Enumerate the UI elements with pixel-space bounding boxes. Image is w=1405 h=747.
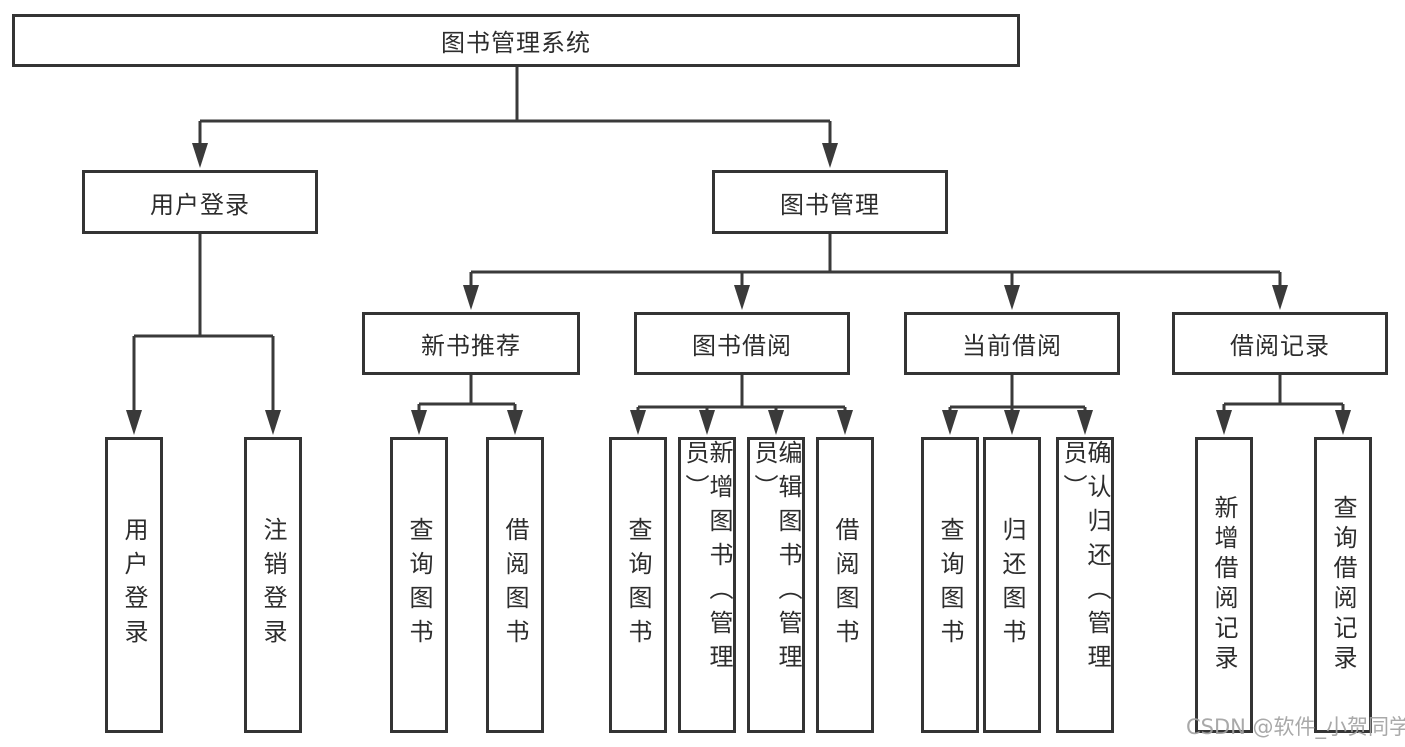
leaf-borrow-books-borrow-label: 借阅图书 (831, 517, 859, 653)
leaf-confirm-return-admin-label: 确认归还（管理员） (1059, 440, 1111, 678)
node-borrow-records-label: 借阅记录 (1230, 332, 1330, 360)
leaf-borrow-books-borrow: 借阅图书 (816, 437, 874, 733)
leaf-edit-book-admin: 编辑图书（管理员） (747, 437, 805, 733)
node-user-login: 用户登录 (82, 170, 318, 234)
node-root-label: 图书管理系统 (441, 29, 591, 57)
leaf-logout: 注销登录 (244, 437, 302, 733)
node-new-book-recommend-label: 新书推荐 (421, 332, 521, 360)
leaf-logout-label: 注销登录 (259, 517, 287, 653)
node-book-management-label: 图书管理 (780, 190, 880, 219)
leaf-user-login-label: 用户登录 (120, 517, 148, 653)
node-root: 图书管理系统 (12, 14, 1020, 67)
connector-new-book (417, 375, 517, 415)
leaf-borrow-books-recommend: 借阅图书 (486, 437, 544, 733)
connector-user-login (132, 234, 275, 415)
arrowheads (126, 143, 1351, 435)
node-current-borrow-label: 当前借阅 (962, 332, 1062, 360)
leaf-user-login: 用户登录 (105, 437, 163, 733)
watermark: CSDN @软件_小贺同学 (1186, 715, 1405, 739)
leaf-query-books-recommend-label: 查询图书 (405, 517, 433, 653)
leaf-add-borrow-record-label: 新增借阅记录 (1210, 495, 1238, 675)
connector-book-management (469, 234, 1282, 290)
node-borrow-records: 借阅记录 (1172, 312, 1388, 375)
leaf-add-borrow-record: 新增借阅记录 (1195, 437, 1253, 733)
node-book-borrow: 图书借阅 (634, 312, 850, 375)
connector-current-borrow (948, 375, 1087, 415)
node-book-borrow-label: 图书借阅 (692, 332, 792, 360)
leaf-query-books-current: 查询图书 (921, 437, 979, 733)
connector-root (198, 67, 832, 148)
leaf-edit-book-admin-label: 编辑图书（管理员） (750, 440, 802, 678)
connector-book-borrow (636, 375, 847, 415)
leaf-query-books-current-label: 查询图书 (936, 517, 964, 653)
leaf-borrow-books-recommend-label: 借阅图书 (501, 517, 529, 653)
node-new-book-recommend: 新书推荐 (362, 312, 580, 375)
leaf-query-borrow-record-label: 查询借阅记录 (1329, 495, 1357, 675)
leaf-query-books-borrow-label: 查询图书 (624, 517, 652, 653)
leaf-query-books-recommend: 查询图书 (390, 437, 448, 733)
leaf-query-borrow-record: 查询借阅记录 (1314, 437, 1372, 733)
leaf-query-books-borrow: 查询图书 (609, 437, 667, 733)
leaf-confirm-return-admin: 确认归还（管理员） (1056, 437, 1114, 733)
connector-borrow-records (1222, 375, 1345, 415)
node-user-login-label: 用户登录 (150, 190, 250, 219)
leaf-return-book: 归还图书 (983, 437, 1041, 733)
node-book-management: 图书管理 (712, 170, 948, 234)
leaf-add-book-admin: 新增图书（管理员） (678, 437, 736, 733)
leaf-add-book-admin-label: 新增图书（管理员） (681, 440, 733, 678)
leaf-return-book-label: 归还图书 (998, 517, 1026, 653)
node-current-borrow: 当前借阅 (904, 312, 1120, 375)
